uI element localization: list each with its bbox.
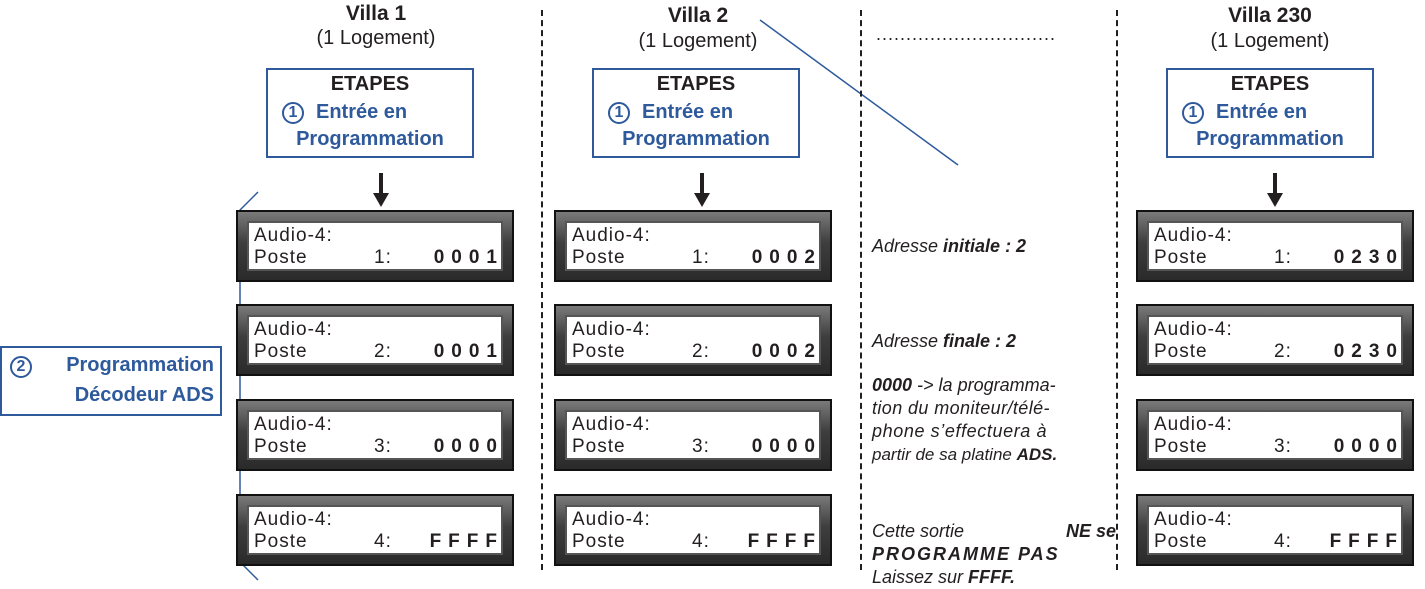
lcd-index: 4: xyxy=(692,531,710,552)
note-programmation: 0000 -> la programma- tion du moniteur/t… xyxy=(872,375,1058,464)
lcd-value: 0002 xyxy=(751,341,822,362)
villa-230-title: Villa 230 xyxy=(1228,4,1312,27)
lcd-label: Audio-4: xyxy=(1154,319,1233,340)
lcd-label: Audio-4: xyxy=(254,414,333,435)
lcd-label: Audio-4: xyxy=(572,509,651,530)
lcd-poste: Poste xyxy=(1154,341,1208,362)
lcd-display: Audio-4: Poste 4: FFFF xyxy=(1136,494,1414,566)
lcd-value: 0000 xyxy=(751,436,822,457)
lcd-poste: Poste xyxy=(254,531,308,552)
down-arrow-icon xyxy=(1267,173,1283,207)
etapes-title: ETAPES xyxy=(656,73,736,95)
lcd-index: 3: xyxy=(692,436,710,457)
etapes-box-villa-230: ETAPES 1 Entrée en Programmation xyxy=(1166,68,1374,158)
etapes-line2: Programmation xyxy=(1196,128,1344,150)
etapes-title: ETAPES xyxy=(1230,73,1310,95)
programmation-decodeur-box: 2 Programmation Décodeur ADS xyxy=(0,346,222,416)
etapes-line2: Programmation xyxy=(622,128,770,150)
lcd-label: Audio-4: xyxy=(254,225,333,246)
lcd-poste: Poste xyxy=(572,341,626,362)
column-separator xyxy=(1116,10,1118,570)
lcd-poste: Poste xyxy=(254,341,308,362)
lcd-display: Audio-4: Poste 2: 0002 xyxy=(554,304,832,376)
step-2-circle-icon: 2 xyxy=(10,356,32,378)
lcd-index: 4: xyxy=(374,531,392,552)
etapes-box-villa-1: ETAPES 1 Entrée en Programmation xyxy=(266,68,474,158)
lcd-display: Audio-4: Poste 3: 0000 xyxy=(1136,399,1414,471)
lcd-display: Audio-4: Poste 2: 0001 xyxy=(236,304,514,376)
lcd-value: 0001 xyxy=(433,341,504,362)
strike-diagonal-line xyxy=(759,19,959,166)
lcd-display: Audio-4: Poste 4: FFFF xyxy=(554,494,832,566)
lcd-index: 1: xyxy=(1274,247,1292,268)
note-adresse-finale: Adresse finale : 2 xyxy=(872,331,1017,351)
lcd-index: 3: xyxy=(374,436,392,457)
etapes-box-villa-2: ETAPES 1 Entrée en Programmation xyxy=(592,68,800,158)
lcd-label: Audio-4: xyxy=(572,319,651,340)
down-arrow-icon xyxy=(373,173,389,207)
lcd-poste: Poste xyxy=(1154,247,1208,268)
lcd-label: Audio-4: xyxy=(1154,509,1233,530)
lcd-index: 3: xyxy=(1274,436,1292,457)
lcd-display: Audio-4: Poste 3: 0000 xyxy=(554,399,832,471)
lcd-poste: Poste xyxy=(1154,436,1208,457)
bracket-line xyxy=(239,191,259,581)
lcd-poste: Poste xyxy=(572,247,626,268)
lcd-index: 2: xyxy=(692,341,710,362)
etapes-line2: Programmation xyxy=(296,128,444,150)
etapes-line1: Entrée en xyxy=(1216,101,1308,123)
lcd-value: 0000 xyxy=(1333,436,1404,457)
lcd-poste: Poste xyxy=(254,436,308,457)
lcd-display: Audio-4: Poste 1: 0001 xyxy=(236,210,514,282)
lcd-display: Audio-4: Poste 3: 0000 xyxy=(236,399,514,471)
lcd-index: 2: xyxy=(1274,341,1292,362)
lcd-value: 0002 xyxy=(751,247,822,268)
step-1-circle-icon: 1 xyxy=(608,102,630,124)
lcd-value: 0000 xyxy=(433,436,504,457)
lcd-display: Audio-4: Poste 1: 0002 xyxy=(554,210,832,282)
lcd-label: Audio-4: xyxy=(572,225,651,246)
lcd-poste: Poste xyxy=(572,531,626,552)
lcd-poste: Poste xyxy=(1154,531,1208,552)
villa-230-subtitle: (1 Logement) xyxy=(1210,30,1330,52)
lcd-index: 2: xyxy=(374,341,392,362)
lcd-value: 0001 xyxy=(433,247,504,268)
etapes-title: ETAPES xyxy=(330,73,410,95)
lcd-label: Audio-4: xyxy=(254,509,333,530)
lcd-label: Audio-4: xyxy=(1154,225,1233,246)
lcd-display: Audio-4: Poste 2: 0230 xyxy=(1136,304,1414,376)
lcd-display: Audio-4: Poste 1: 0230 xyxy=(1136,210,1414,282)
villa-2-subtitle: (1 Logement) xyxy=(638,30,758,52)
lcd-index: 4: xyxy=(1274,531,1292,552)
lcd-poste: Poste xyxy=(572,436,626,457)
column-separator xyxy=(860,10,862,570)
step-1-circle-icon: 1 xyxy=(1182,102,1204,124)
dotted-placeholder: .............................. xyxy=(876,24,1057,44)
lcd-display: Audio-4: Poste 4: FFFF xyxy=(236,494,514,566)
down-arrow-icon xyxy=(694,173,710,207)
lcd-label: Audio-4: xyxy=(572,414,651,435)
lcd-value: FFFF xyxy=(1329,531,1404,552)
villa-1-subtitle: (1 Logement) xyxy=(316,27,436,49)
etapes-line1: Entrée en xyxy=(316,101,408,123)
villa-2-title: Villa 2 xyxy=(667,4,729,27)
lcd-label: Audio-4: xyxy=(1154,414,1233,435)
column-separator xyxy=(541,10,543,570)
lcd-value: 0230 xyxy=(1333,247,1404,268)
lcd-label: Audio-4: xyxy=(254,319,333,340)
lcd-value: FFFF xyxy=(747,531,822,552)
lcd-index: 1: xyxy=(374,247,392,268)
programmation-line1: Programmation xyxy=(66,354,214,376)
note-sortie: Cette sortie NE se PROGRAMME PAS Laissez… xyxy=(872,521,1116,587)
step-1-circle-icon: 1 xyxy=(282,102,304,124)
villa-1-title: Villa 1 xyxy=(345,2,407,25)
lcd-poste: Poste xyxy=(254,247,308,268)
lcd-index: 1: xyxy=(692,247,710,268)
lcd-value: 0230 xyxy=(1333,341,1404,362)
lcd-value: FFFF xyxy=(429,531,504,552)
programmation-line2: Décodeur ADS xyxy=(74,384,214,406)
note-adresse-initiale: Adresse initiale : 2 xyxy=(872,236,1027,256)
etapes-line1: Entrée en xyxy=(642,101,734,123)
